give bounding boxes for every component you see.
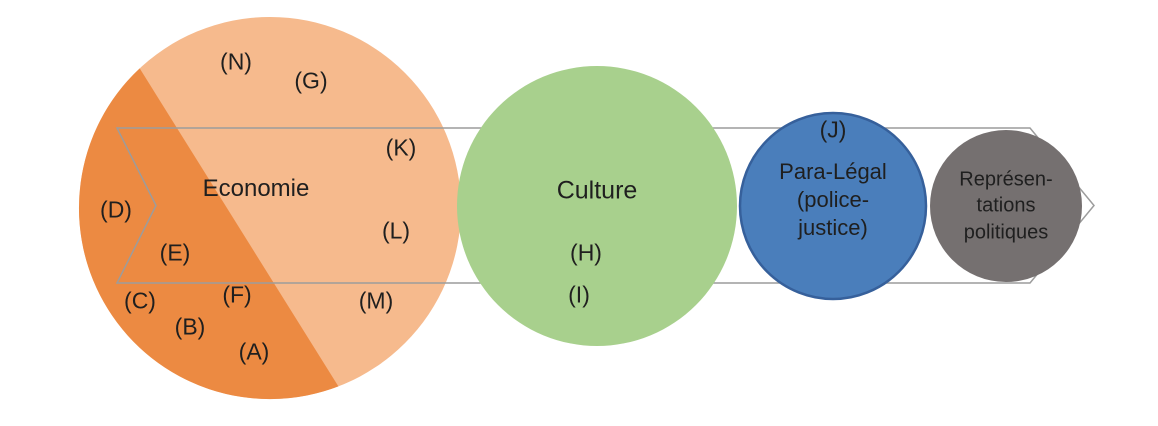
item-F: (F) — [222, 281, 252, 308]
item-M: (M) — [358, 287, 394, 314]
item-I: (I) — [568, 281, 590, 308]
para-legal-label: Para-Légal (police- justice) — [779, 158, 887, 241]
item-C: (C) — [124, 287, 156, 314]
economie-label: Economie — [202, 175, 310, 202]
item-D: (D) — [100, 196, 132, 223]
item-K: (K) — [385, 134, 417, 161]
item-G: (G) — [294, 67, 328, 94]
culture-label: Culture — [556, 176, 638, 205]
culture-circle — [457, 66, 737, 346]
item-E: (E) — [159, 239, 191, 266]
item-L: (L) — [381, 217, 411, 244]
process-arrow-band — [115, 127, 1095, 284]
para-legal-circle — [738, 111, 928, 301]
economie-dark-segment — [78, 68, 339, 400]
item-H: (H) — [570, 239, 602, 266]
item-J: (J) — [819, 116, 847, 143]
item-N: (N) — [220, 48, 252, 75]
item-A: (A) — [238, 338, 270, 365]
representations-circle — [930, 130, 1082, 282]
item-B: (B) — [174, 313, 206, 340]
representations-label: Représen- tations politiques — [959, 168, 1053, 244]
